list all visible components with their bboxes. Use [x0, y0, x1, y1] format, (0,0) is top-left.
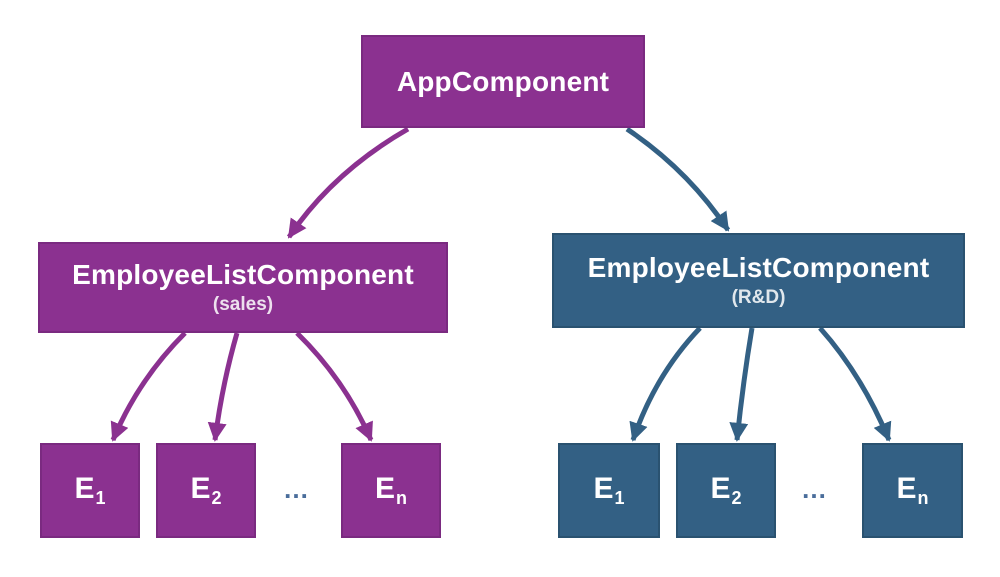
ellipsis-rnd: … [801, 474, 829, 504]
e-main: E [896, 471, 917, 505]
e-main: E [74, 471, 95, 505]
e-main: E [190, 471, 211, 505]
ellipsis-sales: … [283, 474, 311, 504]
e-sub: 2 [211, 488, 222, 509]
e-sub: n [396, 488, 407, 509]
e-sub: n [917, 488, 929, 509]
e-main: E [710, 471, 731, 505]
leaf-label: E1 [593, 472, 624, 509]
node-employee-en-rnd: En [862, 443, 963, 538]
node-employee-e1-sales: E1 [40, 443, 140, 538]
node-employee-list-sales: EmployeeListComponent (sales) [38, 242, 448, 333]
leaf-label: En [375, 472, 407, 509]
leaf-label: E2 [710, 472, 741, 509]
edge-app-to-sales-list [286, 126, 410, 239]
e-main: E [593, 471, 614, 505]
node-employee-list-rnd: EmployeeListComponent (R&D) [552, 233, 965, 328]
edge-sales-to-e1 [110, 331, 187, 442]
node-label: EmployeeListComponent [587, 252, 930, 284]
edge-sales-to-en [295, 331, 374, 442]
leaf-label: En [896, 472, 928, 509]
leaf-label: E1 [74, 472, 105, 509]
e-sub: 2 [731, 488, 742, 509]
edge-sales-to-e2 [207, 332, 240, 442]
node-label: EmployeeListComponent [72, 259, 414, 291]
node-sublabel: (R&D) [731, 286, 786, 308]
e-sub: 1 [614, 488, 625, 509]
node-sublabel: (sales) [212, 293, 274, 315]
edge-rnd-to-en [818, 326, 892, 442]
edge-rnd-to-e2 [729, 327, 755, 442]
edge-rnd-to-e1 [629, 326, 702, 442]
node-app-component: AppComponent [361, 35, 645, 128]
node-label: AppComponent [396, 65, 610, 97]
e-main: E [374, 471, 395, 505]
node-employee-e2-sales: E2 [156, 443, 256, 538]
edge-app-to-rnd-list [625, 126, 731, 232]
node-employee-e1-rnd: E1 [558, 443, 660, 538]
leaf-label: E2 [190, 472, 221, 509]
e-sub: 1 [95, 488, 106, 509]
node-employee-e2-rnd: E2 [676, 443, 776, 538]
node-employee-en-sales: En [341, 443, 441, 538]
